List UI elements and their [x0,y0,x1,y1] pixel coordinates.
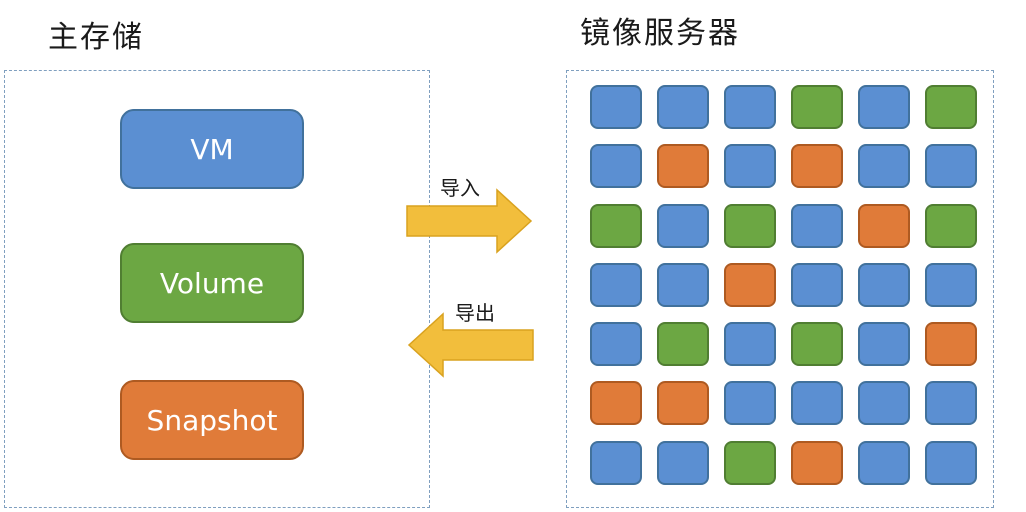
vm-block: VM [120,109,304,189]
image-tile-green [925,203,977,248]
image-tile-blue [858,440,910,485]
image-tile-blue [858,144,910,189]
image-tile-green [724,203,776,248]
export-arrow-icon [407,312,534,378]
primary-storage-title: 主存储 [48,20,144,55]
image-tile-green [791,322,843,367]
image-tile-blue [657,203,709,248]
image-tile-blue [858,262,910,307]
image-tile-blue [791,203,843,248]
image-tile-blue [925,440,977,485]
image-tile-orange [925,322,977,367]
image-tile-green [657,322,709,367]
image-tile-blue [657,440,709,485]
image-tile-blue [590,440,642,485]
snapshot-block: Snapshot [120,380,304,460]
import-label: 导入 [440,176,480,200]
image-tile-orange [791,440,843,485]
export-label: 导出 [455,301,495,325]
volume-block: Volume [120,243,304,323]
image-tile-orange [724,262,776,307]
image-tile-blue [858,85,910,129]
image-tile-orange [791,144,843,189]
image-tile-blue [657,85,709,129]
mirror-server-title: 镜像服务器 [580,16,740,51]
image-tile-green [791,85,843,129]
image-tile-blue [858,381,910,426]
mirror-server-container [566,70,994,508]
image-tile-green [590,203,642,248]
image-tile-blue [724,144,776,189]
image-tile-green [925,85,977,129]
image-tile-blue [724,381,776,426]
image-tile-blue [791,381,843,426]
image-tile-blue [590,262,642,307]
primary-storage-container [4,70,430,508]
image-tile-blue [590,85,642,129]
image-tile-orange [590,381,642,426]
image-tile-blue [590,144,642,189]
import-arrow-icon [406,188,533,254]
image-tile-orange [657,144,709,189]
image-tile-blue [724,322,776,367]
image-grid [590,85,977,485]
image-tile-blue [724,85,776,129]
image-tile-blue [925,262,977,307]
image-tile-blue [925,381,977,426]
image-tile-blue [858,322,910,367]
image-tile-green [724,440,776,485]
image-tile-orange [858,203,910,248]
image-tile-blue [925,144,977,189]
image-tile-orange [657,381,709,426]
image-tile-blue [590,322,642,367]
image-tile-blue [657,262,709,307]
image-tile-blue [791,262,843,307]
